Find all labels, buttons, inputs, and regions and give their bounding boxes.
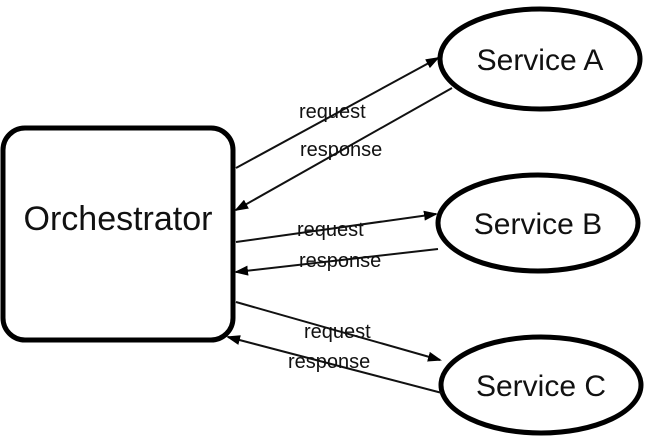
orchestrator-box	[0, 125, 236, 343]
service-a-ellipse	[437, 6, 643, 112]
service-a-node: Service A	[437, 6, 643, 112]
edge-response-c-arrow	[226, 335, 443, 394]
service-b-label: Service B	[474, 208, 602, 241]
orchestrator-node: Orchestrator	[0, 125, 236, 343]
orchestrator-label: Orchestrator	[24, 200, 213, 238]
edge-request-b-arrow	[235, 210, 438, 243]
edge-response-b-label: response	[299, 250, 381, 272]
service-b-node: Service B	[435, 172, 641, 274]
edge-request-a-arrow	[235, 57, 440, 169]
service-c-ellipse	[438, 334, 644, 436]
service-c-label: Service C	[476, 370, 606, 403]
service-a-label: Service A	[477, 44, 604, 77]
edge-request-c-arrow	[235, 301, 442, 362]
edge-request-b-label: request	[297, 219, 364, 241]
edge-response-a-arrow	[234, 87, 453, 211]
edge-response-a-label: response	[300, 139, 382, 161]
edge-request-a-label: request	[299, 101, 366, 123]
edge-response-c-label: response	[288, 351, 370, 373]
service-b-ellipse	[435, 172, 641, 274]
edge-request-c-label: request	[304, 321, 371, 343]
service-c-node: Service C	[438, 334, 644, 436]
edge-response-b-arrow	[234, 248, 439, 276]
